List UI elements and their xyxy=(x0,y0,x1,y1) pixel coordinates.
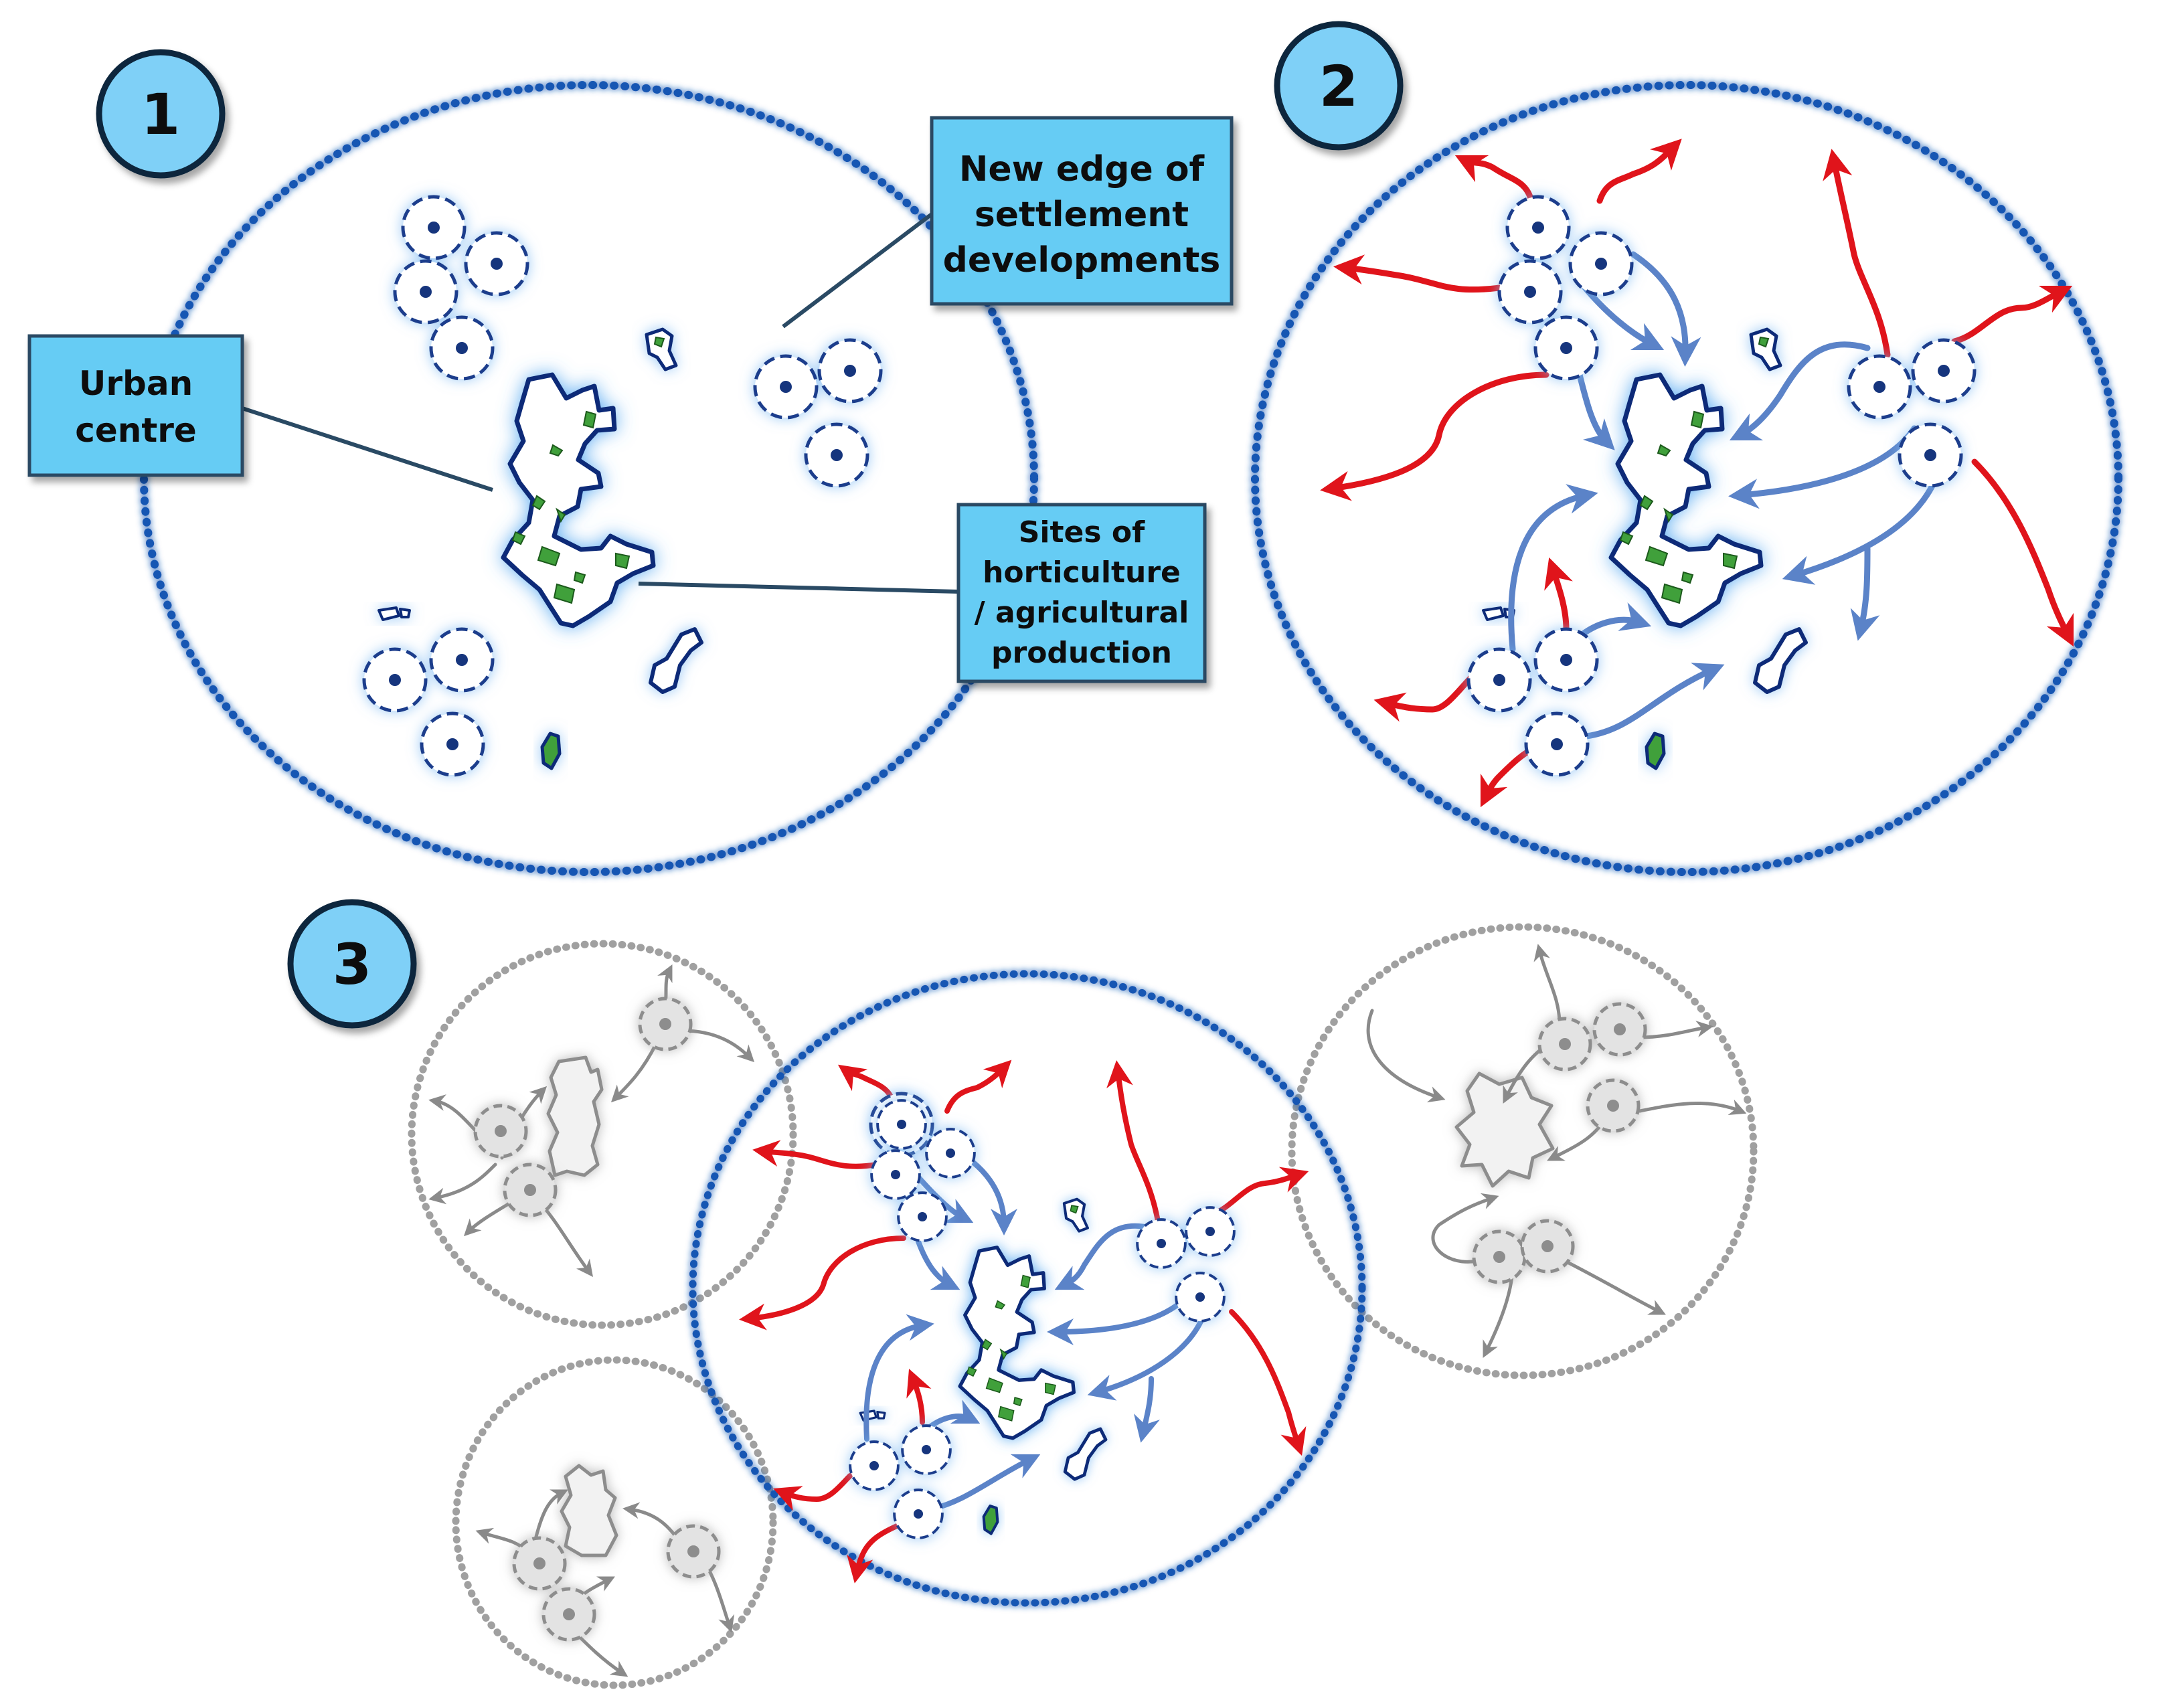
label-horticulture-line: / agricultural xyxy=(975,596,1189,630)
panel-3-settlements-set xyxy=(849,1099,1236,1539)
step-number: 3 xyxy=(333,932,371,997)
label-new-edge: New edge of settlement developments xyxy=(930,116,1234,306)
label-new-edge-line: settlement xyxy=(975,195,1189,235)
label-urban-centre: Urban centre xyxy=(27,334,244,477)
step-number: 2 xyxy=(1319,54,1358,119)
panel-2-settlements xyxy=(1469,197,1975,775)
step-badge-1: 1 xyxy=(96,49,226,179)
step-badge-2: 2 xyxy=(1274,21,1404,151)
leader-new-edge xyxy=(782,212,933,329)
panel-1-boundary xyxy=(140,81,1038,876)
label-horticulture-line: horticulture xyxy=(983,556,1181,590)
panel-1-settlements xyxy=(364,197,881,775)
leader-horticulture xyxy=(638,582,959,594)
panel-2-island xyxy=(1647,734,1664,768)
label-horticulture-line: production xyxy=(991,636,1172,670)
leader-urban-centre xyxy=(242,406,493,492)
panel-1-island xyxy=(542,734,560,768)
label-urban-centre-line: Urban xyxy=(79,364,193,403)
panel-3-boundary xyxy=(689,970,1366,1607)
step-number: 1 xyxy=(141,82,180,147)
ghost-region-right xyxy=(1288,923,1758,1379)
label-horticulture-line: Sites of xyxy=(1019,515,1145,549)
panel-3-outward-arrows xyxy=(739,1059,1309,1584)
step-badge-3: 3 xyxy=(287,899,417,1029)
ghost-region-left-bottom xyxy=(452,1356,777,1689)
label-new-edge-line: New edge of xyxy=(959,149,1205,189)
panel-1-urban-centre xyxy=(503,375,653,626)
panel-2-urban-centre xyxy=(1611,375,1761,626)
panel-1-island xyxy=(647,329,676,369)
panel-3: 3 xyxy=(287,899,1758,1689)
label-new-edge-line: developments xyxy=(943,240,1221,280)
panel-1: Urban centre New edge of settlement deve… xyxy=(27,49,1234,876)
panel-1-island xyxy=(651,629,701,692)
panel-2-outward-arrows xyxy=(1320,139,2074,808)
panel-3-island xyxy=(984,1506,998,1534)
panel-2: 2 xyxy=(1251,21,2122,876)
panel-1-island xyxy=(378,606,411,621)
panel-3-island xyxy=(1064,1199,1088,1231)
panel-2-island xyxy=(1755,629,1806,692)
label-horticulture: Sites of horticulture / agricultural pro… xyxy=(956,503,1207,683)
ghost-region-left-top xyxy=(408,940,797,1329)
panel-3-island xyxy=(1065,1429,1106,1479)
panel-3-urban-centre xyxy=(960,1248,1074,1438)
panel-2-boundary xyxy=(1251,81,2122,876)
panel-2-island xyxy=(1751,329,1780,369)
label-urban-centre-line: centre xyxy=(75,411,197,450)
